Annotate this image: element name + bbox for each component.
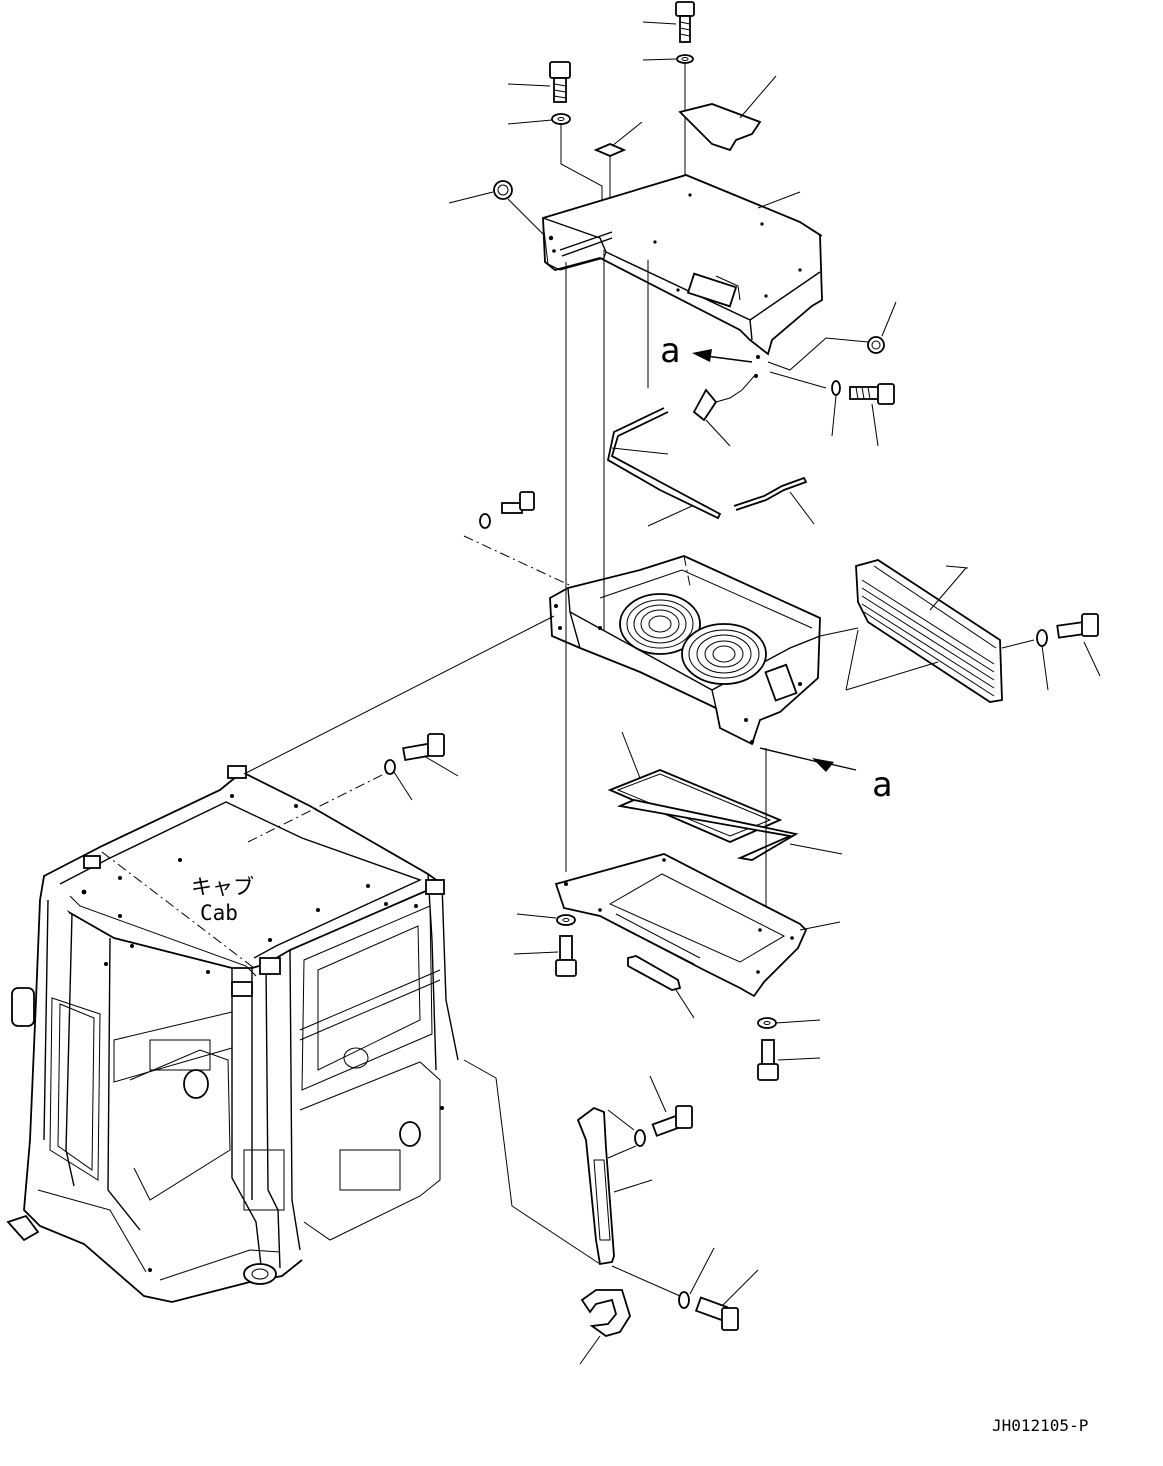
- cab-roof-bolt: [402, 733, 459, 777]
- top-bolt-left: [507, 61, 571, 103]
- bottom-seal-strip: [627, 955, 695, 1019]
- duct-washer-lower: [611, 1247, 715, 1309]
- top-bolt-right: [642, 1, 695, 43]
- bottom-bolt-left: [513, 935, 577, 977]
- label-plate: [593, 121, 643, 230]
- fan-right: [681, 623, 767, 685]
- fan-left: [619, 593, 701, 655]
- bottom-washer-right: [757, 1017, 821, 1029]
- air-duct: [463, 1059, 653, 1266]
- cab-bolt-line: [247, 771, 389, 843]
- cover-plate-small: [678, 75, 777, 152]
- duct-washer-upper: [607, 1109, 646, 1159]
- cab-mount-line: [243, 615, 555, 775]
- air-conditioner-cover: [542, 174, 823, 388]
- grille-washer: [1001, 629, 1049, 691]
- cab-label-english: Cab: [200, 901, 238, 925]
- cab-label-japanese: キャブ: [191, 875, 254, 899]
- condenser-grille: [845, 559, 1003, 703]
- view-marker-top-label: a: [660, 331, 680, 371]
- seal-strip-long: [606, 407, 722, 527]
- air-conditioner-unit: [549, 555, 859, 746]
- duct-bolt-upper: [649, 1075, 693, 1137]
- drawing-number: JH012105-P: [992, 1416, 1088, 1435]
- duct-bolt-lower: [694, 1269, 759, 1331]
- duct-clip: [579, 1289, 631, 1365]
- view-arrow-top: a: [660, 331, 753, 371]
- grommet-left: [448, 180, 556, 247]
- bottom-plate: [554, 853, 841, 998]
- cab-roof-washer: [384, 759, 413, 801]
- view-arrow-side: a: [759, 747, 892, 805]
- seal-strip-short: [733, 476, 815, 525]
- grille-bolt: [1056, 613, 1101, 677]
- cab-frame: [6, 765, 459, 1303]
- filter-gasket-lower: [616, 799, 843, 861]
- gasket-small: [692, 373, 757, 447]
- bottom-washer-left: [516, 913, 576, 926]
- cover-bolt-right: [769, 371, 895, 447]
- bottom-bolt-right: [757, 1039, 821, 1081]
- unit-bolt-left: [463, 491, 581, 591]
- grommet-right: [767, 301, 897, 371]
- view-marker-side-label: a: [872, 765, 892, 805]
